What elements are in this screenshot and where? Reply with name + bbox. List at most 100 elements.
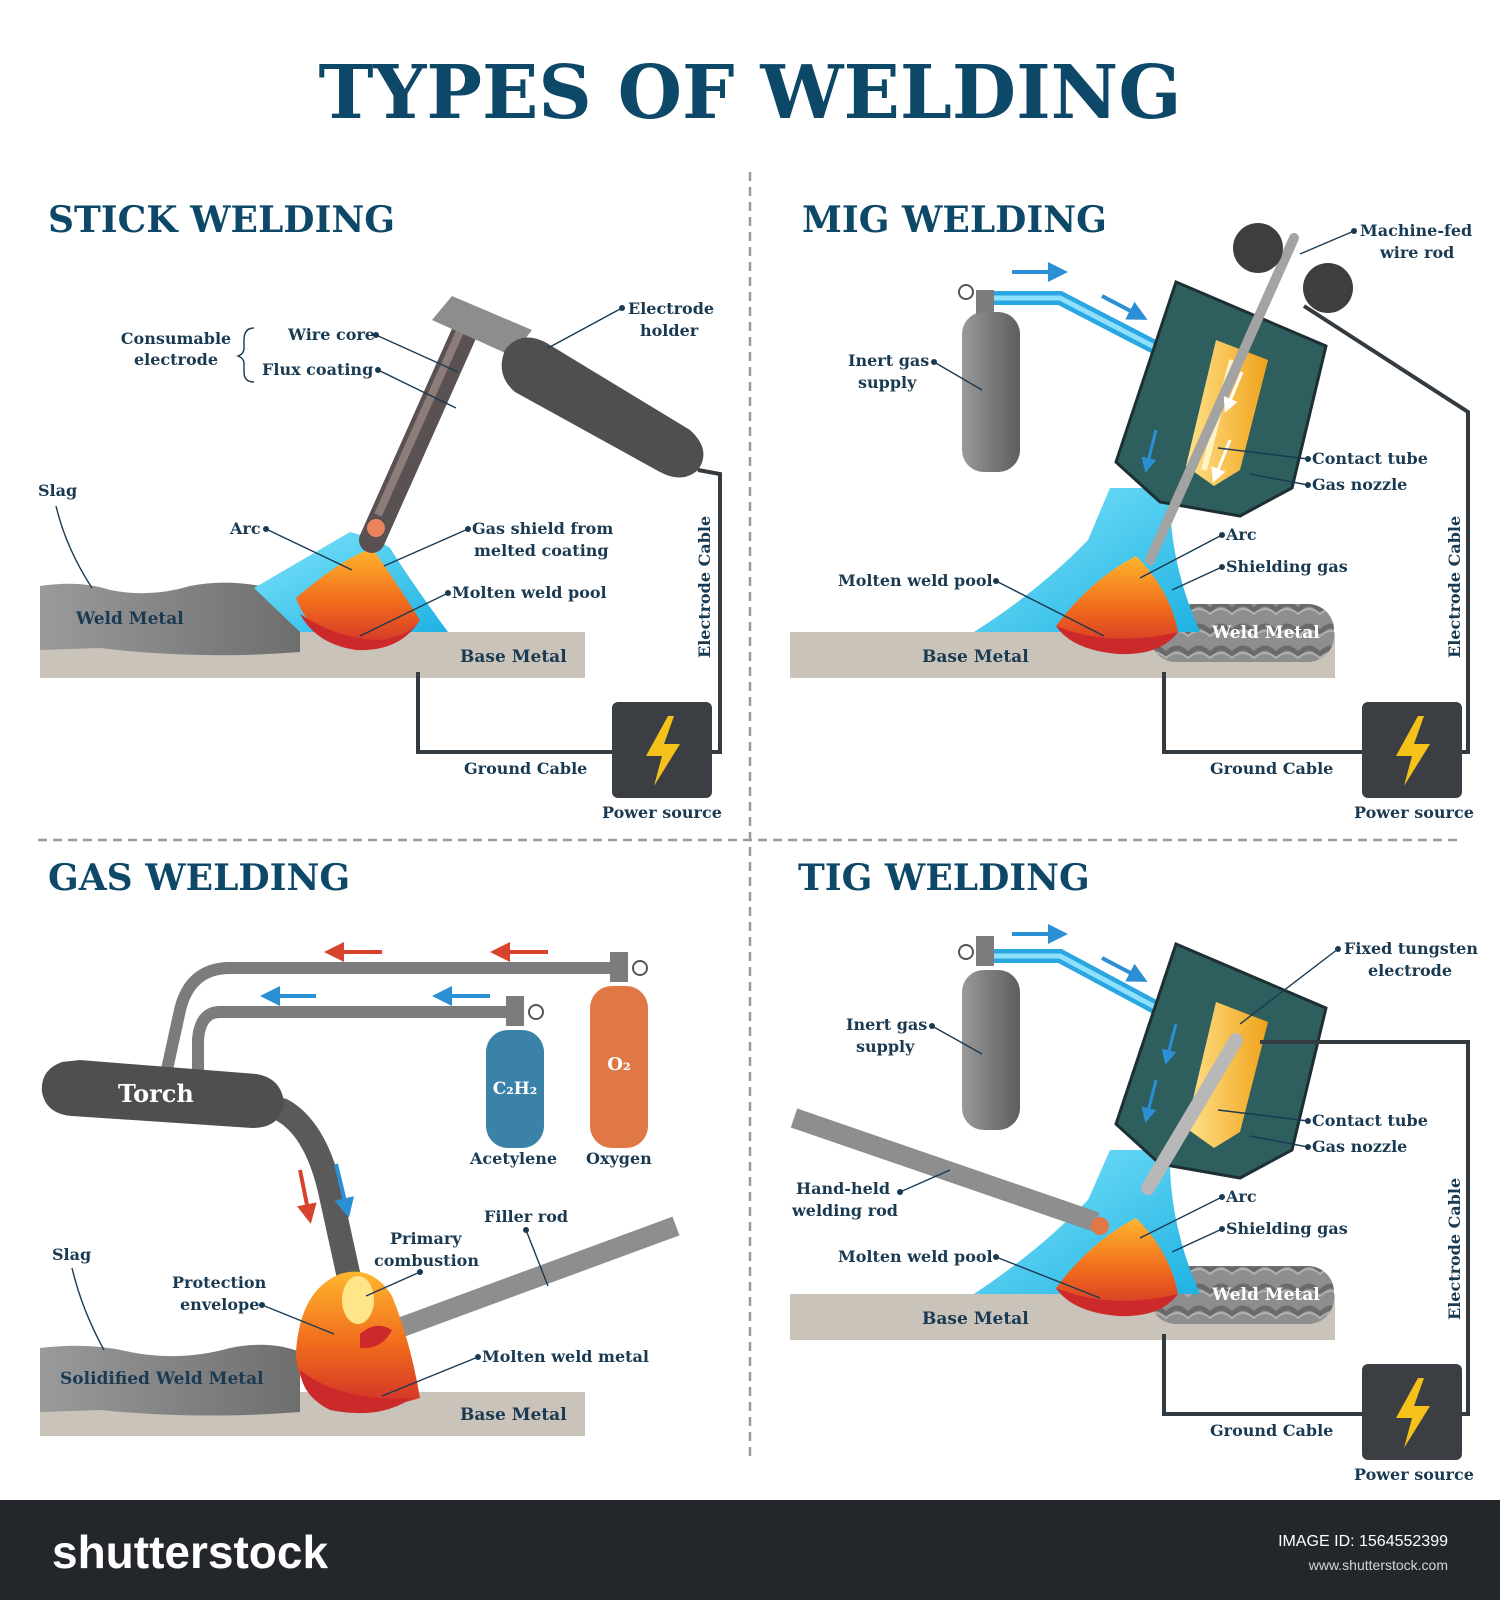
mig-flow-arrow-2: [1101, 294, 1148, 320]
mig-roller-1: [1233, 223, 1283, 273]
tig-ground-cable: [1162, 1334, 1362, 1416]
mig-label-contact-tube: Contact tube: [1312, 449, 1428, 468]
gas-label-filler-rod: Filler rod: [484, 1207, 568, 1226]
tig-weld-pool: [1056, 1218, 1178, 1315]
mig-heading: MIG WELDING: [802, 199, 1107, 241]
tig-label-ground-cable: Ground Cable: [1210, 1421, 1333, 1440]
tig-label-gas-nozzle: Gas nozzle: [1312, 1137, 1407, 1156]
stick-wire-core: [374, 316, 470, 517]
stick-label-ground-cable: Ground Cable: [464, 759, 587, 778]
stick-holder-clamp: [432, 296, 532, 356]
stick-electrode-holder: [501, 337, 704, 478]
mig-label-shielding-gas: Shielding gas: [1226, 557, 1348, 576]
mig-label-electrode-cable: Electrode Cable: [1445, 516, 1464, 658]
gas-heading: GAS WELDING: [48, 857, 350, 899]
mig-label-gas-nozzle: Gas nozzle: [1312, 475, 1407, 494]
footer-bar: shutterstock IMAGE ID: 1564552399 www.sh…: [0, 1500, 1500, 1600]
gas-label-base-metal: Base Metal: [460, 1405, 567, 1425]
tig-contact-tube: [1186, 1002, 1268, 1148]
stick-label-arc: Arc: [229, 519, 261, 538]
stick-heading: STICK WELDING: [48, 199, 395, 241]
gas-label-protection-2: envelope: [180, 1295, 259, 1314]
stick-ground-cable: [416, 672, 612, 754]
tig-label-tungsten-1: Fixed tungsten: [1344, 939, 1478, 958]
tig-label-hand-held-1: Hand-held: [796, 1179, 890, 1198]
mig-weld-bead: [1150, 604, 1334, 662]
mig-label-machine-fed-2: wire rod: [1379, 243, 1454, 262]
stick-label-consumable-2: electrode: [134, 350, 218, 369]
stick-electrode: [359, 307, 483, 553]
tig-label-tungsten-2: electrode: [1368, 961, 1452, 980]
stick-label-weld-metal: Weld Metal: [75, 609, 184, 629]
gas-solidified-weld: [40, 1344, 300, 1416]
gas-label-oxygen: Oxygen: [586, 1149, 652, 1168]
stick-label-base-metal: Base Metal: [460, 647, 567, 667]
gas-acetylene-hose: [192, 1006, 514, 1080]
gas-oxygen-gauge-icon: [632, 960, 648, 976]
page-title: TYPES OF WELDING: [318, 50, 1181, 136]
gas-filler-rod: [368, 1216, 680, 1348]
tig-weld-bead: [1150, 1266, 1334, 1324]
mig-label-ground-cable: Ground Cable: [1210, 759, 1333, 778]
stick-label-slag: Slag: [38, 481, 77, 500]
mig-roller-2: [1303, 263, 1353, 313]
stick-label-power-source: Power source: [602, 803, 722, 822]
gas-welding-panel: GAS WELDING O₂ C₂H₂ Acetylene Oxygen Tor…: [40, 857, 680, 1436]
gas-label-molten: Molten weld metal: [482, 1347, 649, 1366]
tig-lightning-icon: [1396, 1378, 1430, 1448]
tig-label-power-source: Power source: [1354, 1465, 1474, 1484]
mig-wire-rod: [1145, 233, 1299, 565]
mig-gas-cylinder: [962, 312, 1020, 472]
tig-label-molten-pool: Molten weld pool: [838, 1247, 993, 1266]
gas-oxygen-hose: [160, 962, 620, 1076]
tig-label-base-metal: Base Metal: [922, 1309, 1029, 1329]
stick-welding-panel: STICK WELDING Consumable electrode Wire …: [38, 199, 722, 822]
tig-label-electrode-cable: Electrode Cable: [1445, 1178, 1464, 1320]
stick-lightning-icon: [646, 716, 680, 786]
stick-electrode-cable: [697, 468, 722, 754]
mig-welding-panel: MIG WELDING Machine-fed: [790, 199, 1474, 822]
mig-weld-pool: [1056, 556, 1178, 653]
footer-brand-logo: shutterstock: [52, 1526, 328, 1578]
mig-label-power-source: Power source: [1354, 803, 1474, 822]
gas-label-acetylene: Acetylene: [469, 1149, 557, 1168]
gas-label-primary-2: combustion: [374, 1251, 479, 1270]
tig-label-inert-gas-1: Inert gas: [846, 1015, 927, 1034]
tig-hand-held-rod: [790, 1108, 1100, 1232]
tig-label-hand-held-2: welding rod: [791, 1201, 898, 1220]
mig-ground-cable: [1162, 672, 1362, 754]
tig-label-arc: Arc: [1225, 1187, 1257, 1206]
tig-label-inert-gas-2: supply: [856, 1037, 915, 1056]
tig-heading: TIG WELDING: [798, 857, 1090, 899]
gas-flame-envelope: [296, 1271, 420, 1406]
stick-label-holder-1: Electrode: [628, 299, 714, 318]
stick-label-gas-shield-2: melted coating: [474, 541, 609, 560]
gas-label-torch: Torch: [118, 1079, 194, 1108]
tig-welding-panel: TIG WELDING Fixed tungsten electrod: [790, 857, 1478, 1484]
tig-label-shielding-gas: Shielding gas: [1226, 1219, 1348, 1238]
stick-weld-pool: [296, 548, 420, 649]
gas-label-primary-1: Primary: [390, 1229, 462, 1248]
gas-oxygen-cylinder: [590, 986, 648, 1148]
gas-label-slag: Slag: [52, 1245, 91, 1264]
tig-tungsten-electrode: [1141, 1033, 1243, 1195]
mig-gauge-icon: [958, 284, 974, 300]
tig-gauge-icon: [958, 944, 974, 960]
mig-electrode-cable: [1302, 304, 1470, 754]
gas-torch-body: [41, 1060, 285, 1128]
gas-torch-neck: [270, 1098, 362, 1294]
gas-label-protection-1: Protection: [172, 1273, 267, 1292]
gas-acetylene-formula: C₂H₂: [493, 1079, 537, 1099]
stick-label-molten-pool: Molten weld pool: [452, 583, 607, 602]
stick-label-flux-coating: Flux coating: [262, 360, 373, 379]
mig-label-arc: Arc: [1225, 525, 1257, 544]
mig-lightning-icon: [1396, 716, 1430, 786]
mig-label-base-metal: Base Metal: [922, 647, 1029, 667]
mig-label-inert-gas-2: supply: [858, 373, 917, 392]
stick-label-gas-shield-1: Gas shield from: [472, 519, 613, 538]
mig-label-weld-metal: Weld Metal: [1211, 623, 1320, 643]
stick-brace: [235, 327, 255, 383]
tig-gas-cylinder: [962, 970, 1020, 1130]
